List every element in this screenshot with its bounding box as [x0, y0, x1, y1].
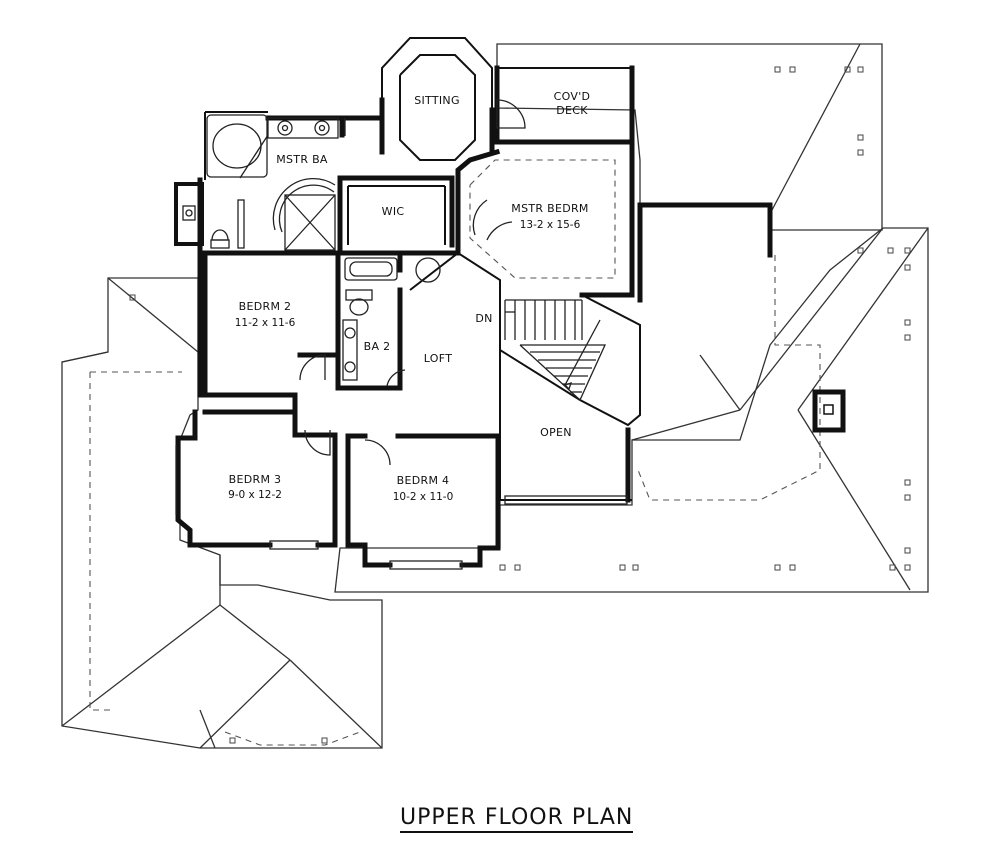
fixtures: [175, 99, 628, 570]
dims-bedrm4: 10-2 x 11-0: [393, 491, 454, 503]
chimney: [812, 389, 846, 433]
label-wic: WIC: [382, 205, 405, 218]
label-deck: DECK: [556, 104, 588, 117]
exterior-walls: [174, 37, 773, 568]
dims-mstr-bedrm: 13-2 x 15-6: [520, 219, 581, 231]
interior-walls: [202, 148, 501, 463]
master-tray-ceiling: [469, 159, 616, 279]
plan-title: UPPER FLOOR PLAN: [400, 806, 634, 833]
label-open: OPEN: [540, 426, 572, 439]
label-sitting: SITTING: [414, 94, 460, 107]
roof-lines: [61, 43, 929, 749]
label-dn: DN: [475, 312, 492, 325]
roof-vents: [129, 66, 911, 744]
label-ba2: BA 2: [364, 340, 391, 353]
label-mstr-bedrm: MSTR BEDRM: [511, 202, 588, 215]
dims-bedrm2: 11-2 x 11-6: [235, 317, 296, 329]
room-labels: SITTING COV'D DECK MSTR BA WIC MSTR BEDR…: [228, 90, 590, 503]
label-bedrm3: BEDRM 3: [229, 473, 282, 486]
label-bedrm4: BEDRM 4: [397, 474, 450, 487]
label-mstr-ba: MSTR BA: [276, 153, 328, 166]
label-bedrm2: BEDRM 2: [239, 300, 292, 313]
label-covd: COV'D: [554, 90, 591, 103]
label-loft: LOFT: [424, 352, 452, 365]
dims-bedrm3: 9-0 x 12-2: [228, 489, 282, 501]
